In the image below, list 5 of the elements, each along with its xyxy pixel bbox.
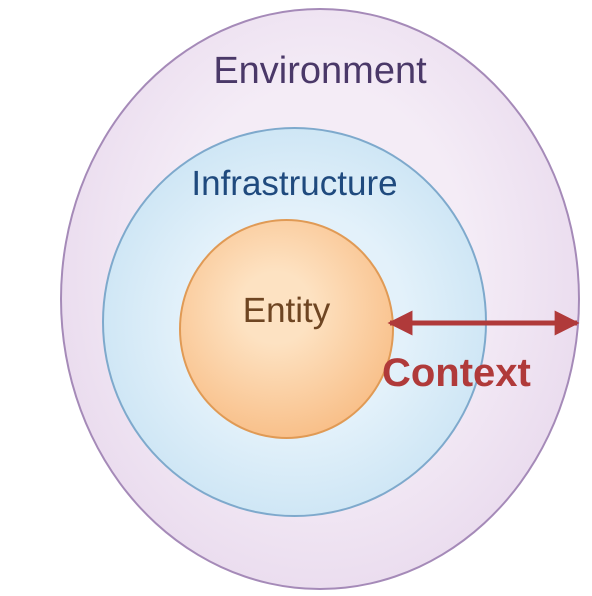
circle-label: Infrastructure (190, 164, 399, 204)
edge-label: Context (382, 351, 531, 396)
circle-label: Entity (242, 291, 332, 331)
double-arrow (387, 310, 580, 336)
circle-label: Environment (212, 50, 428, 93)
